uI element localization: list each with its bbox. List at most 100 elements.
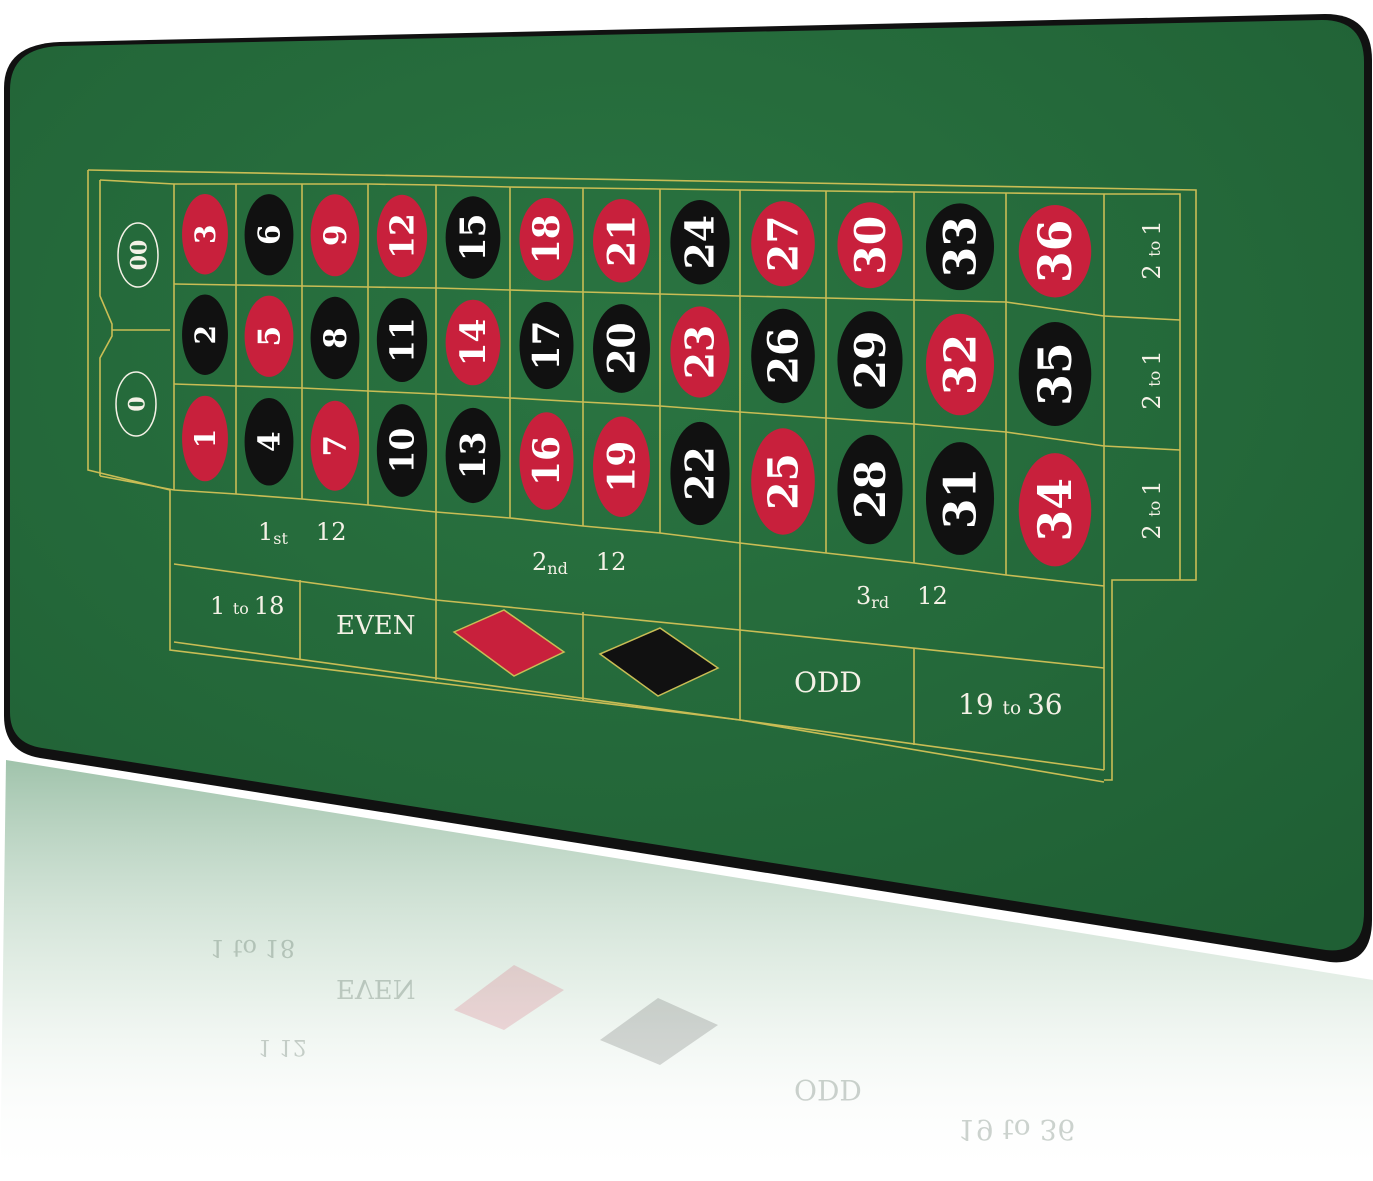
number-label: 26 <box>759 328 807 385</box>
number-pocket <box>670 200 730 285</box>
number-cell-30[interactable]: 30 <box>837 202 903 289</box>
black-bet[interactable] <box>598 627 720 697</box>
outside-bottom-line <box>739 719 1105 771</box>
number-cell-18[interactable]: 18 <box>519 197 574 281</box>
number-cell-7[interactable]: 7 <box>310 400 360 491</box>
number-cell-19[interactable]: 19 <box>593 416 650 517</box>
number-cell-5[interactable]: 5 <box>244 295 294 377</box>
odd-label: ODD <box>794 666 862 699</box>
outer-border-right <box>87 169 1197 781</box>
dozen-bottom-line <box>435 599 741 631</box>
number-label: 3 <box>189 225 222 244</box>
number-cell-22[interactable]: 22 <box>670 421 730 526</box>
number-label: 28 <box>845 460 895 519</box>
column-bet-label: 2 to 1 <box>1138 480 1166 539</box>
red-bet[interactable] <box>452 609 566 677</box>
betting-layout-lines <box>87 169 1197 783</box>
number-cell-4[interactable]: 4 <box>244 397 294 486</box>
zero-bottom-line <box>99 475 175 491</box>
number-label: 5 <box>251 326 286 347</box>
number-cell-21[interactable]: 21 <box>593 198 650 283</box>
number-cell-36[interactable]: 36 <box>1018 205 1092 298</box>
number-cell-28[interactable]: 28 <box>837 434 903 545</box>
zero-section: 000 <box>115 222 159 437</box>
column-bet-3[interactable]: 2 to 1 <box>1138 480 1166 539</box>
high-bet[interactable]: 19 to 36 <box>958 688 1063 721</box>
odd-bet[interactable]: ODD <box>794 666 862 699</box>
number-cell-16[interactable]: 16 <box>519 412 574 510</box>
number-label: 33 <box>935 216 986 277</box>
low-bet-label: 1 to 18 <box>210 592 284 620</box>
number-label: 16 <box>526 436 568 486</box>
number-cell-9[interactable]: 9 <box>310 194 360 277</box>
number-cell-17[interactable]: 17 <box>519 301 574 390</box>
number-pocket <box>1018 322 1092 426</box>
black-diamond-icon <box>598 627 720 697</box>
number-cell-27[interactable]: 27 <box>751 201 815 287</box>
column-divider <box>1103 445 1181 451</box>
number-cell-11[interactable]: 11 <box>376 298 428 382</box>
number-label: 10 <box>382 428 421 474</box>
number-cell-3[interactable]: 3 <box>182 194 228 275</box>
zero-top-line <box>99 179 175 185</box>
low-bet[interactable]: 1 to 18 <box>210 592 284 620</box>
zero-pocket-00[interactable]: 00 <box>117 222 159 288</box>
number-cell-24[interactable]: 24 <box>670 200 730 285</box>
number-cell-15[interactable]: 15 <box>445 196 501 279</box>
number-pocket <box>519 412 574 510</box>
number-label: 27 <box>759 215 807 272</box>
number-pocket <box>593 416 650 517</box>
number-cell-2[interactable]: 2 <box>182 294 228 375</box>
number-cell-29[interactable]: 29 <box>837 311 903 409</box>
number-cell-12[interactable]: 12 <box>376 194 428 278</box>
column-bet-label: 2 to 1 <box>1138 350 1166 409</box>
number-cell-13[interactable]: 13 <box>445 407 501 504</box>
even-bet[interactable]: EVEN <box>336 611 416 641</box>
column-bet-1[interactable]: 2 to 1 <box>1138 220 1166 279</box>
number-pocket <box>925 313 995 416</box>
number-pocket <box>445 407 501 504</box>
number-cell-34[interactable]: 34 <box>1018 453 1092 567</box>
reflection-label: 19 to 36 <box>958 1113 1075 1146</box>
reflection-diamond <box>600 998 718 1065</box>
number-label: 19 <box>600 441 644 493</box>
number-pocket <box>244 194 294 276</box>
number-cell-20[interactable]: 20 <box>593 304 650 393</box>
even-label: EVEN <box>336 611 416 641</box>
number-cell-10[interactable]: 10 <box>376 404 428 497</box>
number-cell-32[interactable]: 32 <box>925 313 995 416</box>
number-label: 15 <box>454 214 494 262</box>
number-cell-23[interactable]: 23 <box>670 306 730 398</box>
number-cell-25[interactable]: 25 <box>751 428 815 535</box>
number-label: 22 <box>678 446 724 501</box>
number-cell-1[interactable]: 1 <box>182 395 228 482</box>
zero-pocket-0[interactable]: 0 <box>115 371 157 437</box>
number-pocket <box>376 298 428 382</box>
number-pocket <box>244 397 294 486</box>
number-pocket <box>182 294 228 375</box>
zero-label: 00 <box>124 240 150 271</box>
number-label: 21 <box>600 215 644 267</box>
number-pocket <box>445 299 501 386</box>
number-cell-33[interactable]: 33 <box>925 203 995 291</box>
number-cell-31[interactable]: 31 <box>925 442 995 555</box>
number-cell-14[interactable]: 14 <box>445 299 501 386</box>
number-cell-8[interactable]: 8 <box>310 296 360 380</box>
column-bet-2[interactable]: 2 to 1 <box>1138 350 1166 409</box>
number-label: 24 <box>678 215 724 270</box>
number-cell-35[interactable]: 35 <box>1018 322 1092 426</box>
number-label: 9 <box>318 224 354 246</box>
zero-ellipse <box>117 222 159 288</box>
number-pocket <box>445 196 501 279</box>
number-pocket <box>1018 205 1092 298</box>
number-cell-6[interactable]: 6 <box>244 194 294 276</box>
zero-ellipse <box>115 371 157 437</box>
number-cell-26[interactable]: 26 <box>751 308 815 404</box>
